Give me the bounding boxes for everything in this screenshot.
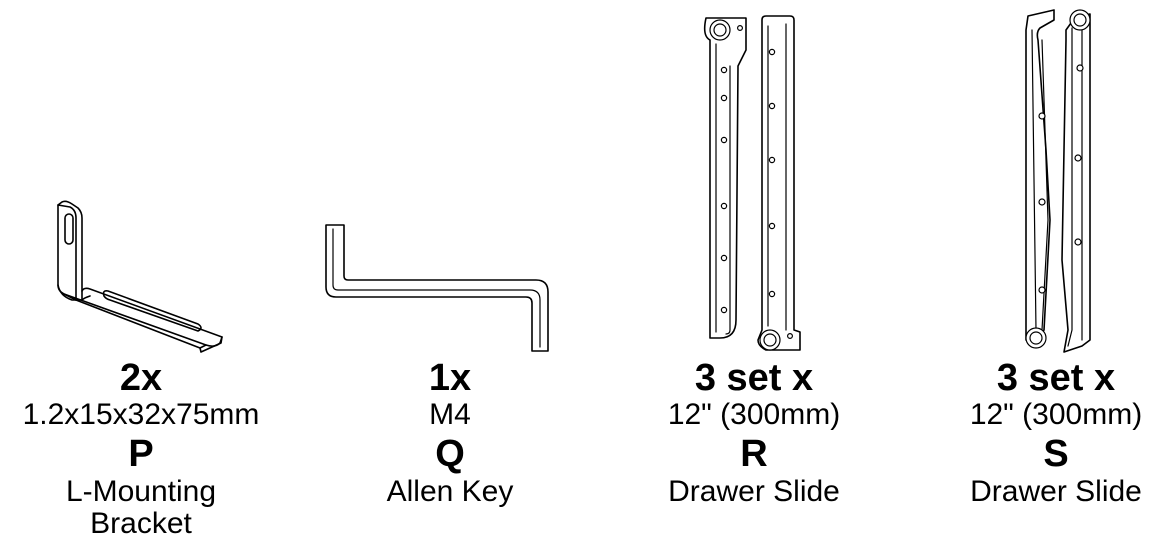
l-bracket-icon [57,200,223,353]
part-letter: R [740,433,768,475]
drawer-slide-icon [703,15,801,351]
part-quantity: 3 set x [996,357,1116,399]
part-spec: 12" (300mm) [667,398,841,431]
part-name: L-Mounting Bracket [65,475,217,541]
part-letter: Q [435,433,465,475]
part-quantity: 2x [119,357,163,399]
allen-key-icon [325,224,549,352]
drawer-slide-side-icon [1025,9,1091,353]
part-letter: P [128,433,154,475]
part-name: Drawer Slide [970,475,1142,508]
part-spec: M4 [429,398,471,431]
part-q: 1x M4 Q Allen Key [300,0,600,538]
part-spec: 12" (300mm) [969,398,1143,431]
part-quantity: 1x [428,357,472,399]
part-letter: S [1043,433,1069,475]
part-spec: 1.2x15x32x75mm [22,398,260,431]
part-r: 3 set x 12" (300mm) R Drawer Slide [654,0,854,538]
part-name: Allen Key [386,475,514,508]
part-name: Drawer Slide [668,475,840,508]
part-s: 3 set x 12" (300mm) S Drawer Slide [956,0,1156,538]
part-p: 2x 1.2x15x32x75mm P L-Mounting Bracket [0,0,282,541]
part-quantity: 3 set x [694,357,814,399]
